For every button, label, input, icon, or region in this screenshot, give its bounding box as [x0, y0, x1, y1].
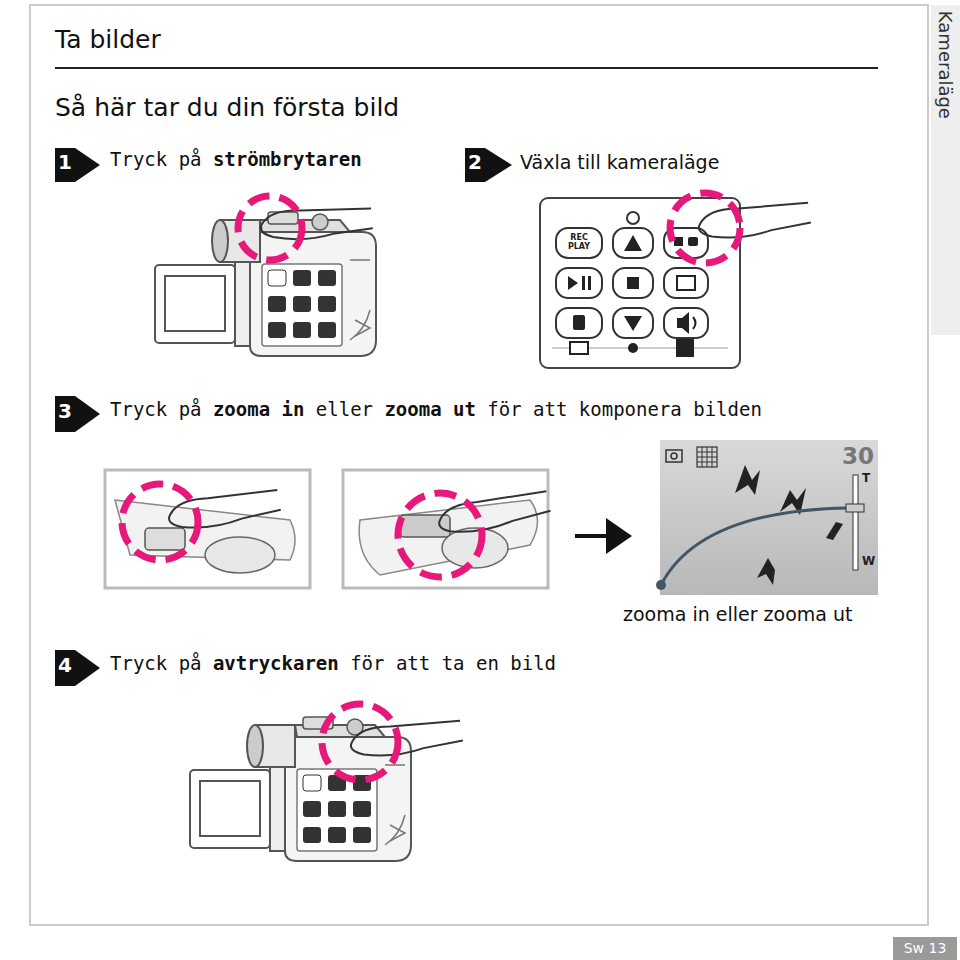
- instruction-keyword: strömbrytaren: [213, 148, 362, 170]
- instruction-text: Tryck på: [110, 148, 202, 170]
- instruction-keyword: zooma ut: [384, 398, 476, 420]
- instruction-row: Växla till kameraläge: [520, 151, 719, 173]
- instruction-text: Tryck på: [110, 652, 202, 674]
- step-number: 1: [58, 151, 72, 174]
- instruction-text: för att komponera bilden: [487, 398, 762, 420]
- section-heading: Så här tar du din första bild: [55, 94, 399, 123]
- zoom-tele-mark: T: [862, 472, 870, 486]
- side-tab: Kameraläge: [931, 5, 960, 335]
- step-number: 3: [58, 400, 72, 423]
- rec-play-button: REC PLAY: [558, 230, 600, 256]
- page-number: Sw 13: [893, 937, 957, 960]
- side-tab-text: Kameraläge: [936, 11, 956, 119]
- instruction-text: Växla till kameraläge: [520, 151, 719, 173]
- rec-play-button-text: REC PLAY: [566, 234, 592, 252]
- step-number: 2: [468, 151, 482, 174]
- instruction-keyword: zooma in: [213, 398, 305, 420]
- step-number: 4: [58, 654, 72, 677]
- screen-caption: zooma in eller zooma ut: [623, 604, 852, 626]
- page-title: Ta bilder: [55, 26, 161, 55]
- instruction-text: Tryck på: [110, 398, 202, 420]
- instruction-keyword: avtryckaren: [213, 652, 339, 674]
- shot-counter: 30: [842, 443, 874, 469]
- instruction-row: Tryck på zooma in eller zooma ut för att kom…: [110, 398, 762, 420]
- page-number-text: Sw 13: [904, 941, 947, 956]
- zoom-wide-mark: W: [862, 555, 875, 569]
- instruction-row: Tryck på avtryckaren för att ta en bild: [110, 652, 556, 674]
- instruction-text: eller: [316, 398, 373, 420]
- instruction-row: Tryck på strömbrytaren: [110, 148, 362, 170]
- instruction-text: för att ta en bild: [350, 652, 556, 674]
